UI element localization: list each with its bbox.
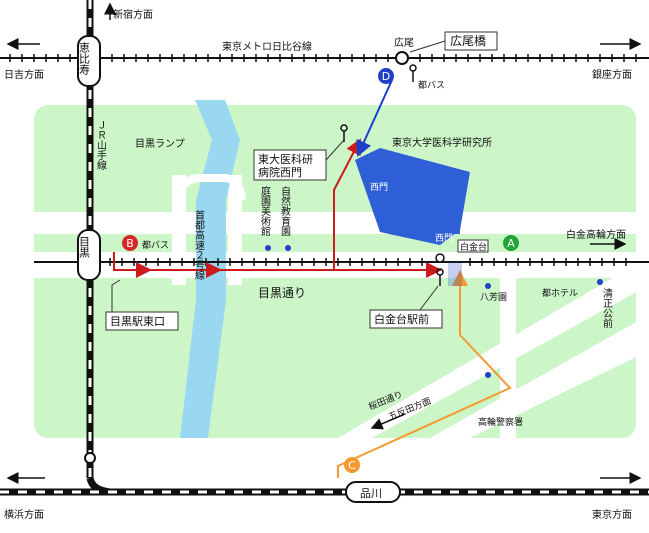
meguro-dori-label: 目黒通り	[258, 286, 306, 300]
marker-b-label: B	[126, 237, 134, 250]
hibiya-ticks	[9, 54, 637, 62]
shirokanedai-box	[369, 309, 443, 329]
marker-c-label: C	[348, 459, 356, 472]
meguro-east-exit-label: 目黒駅東口	[110, 315, 165, 328]
junction-dot	[84, 452, 96, 464]
shinagawa-station-box	[345, 481, 401, 503]
shirokanedai-small-label: 白金台	[460, 241, 487, 253]
landmark-dots	[265, 245, 603, 378]
happoen-label: 八芳園	[480, 291, 507, 303]
ims-label: 東京大学医科学研究所	[392, 136, 492, 149]
tokyo-dir-label: 東京方面	[592, 508, 632, 521]
hospital-gate-box	[253, 149, 327, 181]
meguro-east-exit-box	[105, 311, 179, 331]
marker-d-label: D	[382, 70, 390, 83]
takanawa-police-label: 高輪警察署	[478, 416, 523, 428]
shinagawa-label: 品川	[360, 487, 382, 500]
route-c	[337, 270, 512, 478]
shirokanedai-small-box	[457, 239, 489, 253]
meguro-station-label: 目黒	[78, 236, 91, 258]
hiroo-label: 広尾	[394, 36, 414, 49]
route-d	[356, 79, 393, 157]
hiroo-bridge-label: 広尾橋	[450, 34, 486, 48]
shizen-label: 自然教育園	[279, 185, 291, 237]
route-b-to-gate	[333, 138, 361, 270]
bus-d-label: 都バス	[418, 80, 445, 91]
shinjuku-dir-label: 新宿方面	[113, 8, 153, 21]
shirokanedai-station-dot	[435, 253, 445, 263]
hospital-gate-label-1: 東大医科研	[258, 152, 313, 166]
route-b	[113, 252, 442, 278]
gotanda-arrow	[370, 413, 406, 430]
expressway-label: 首都高速２号線	[193, 209, 205, 280]
hiroo-station-dot	[395, 51, 409, 65]
marker-c: C	[344, 457, 360, 473]
shirokane-takanawa-dir-label: 白金高輪方面	[566, 228, 626, 241]
ebisu-label: 恵比寿	[78, 41, 91, 75]
ims-building-annex	[432, 220, 460, 234]
marker-b: B	[122, 235, 138, 251]
seishokoukou-label: 清正公前	[601, 287, 613, 329]
nishimon-small-label: 西門	[435, 233, 453, 244]
hospital-gate-label-2: 病院西門	[258, 165, 302, 179]
to-hotel-label: 都ホテル	[542, 288, 578, 299]
hibiya-line-label: 東京メトロ日比谷線	[222, 40, 312, 53]
yokohama-dir-label: 横浜方面	[4, 508, 44, 521]
bus-b-label: 都バス	[142, 240, 169, 251]
shirokanedai-station-label: 白金台駅前	[374, 312, 429, 326]
crossing-highlight	[448, 262, 462, 286]
hibiya-dir-label: 日吉方面	[4, 68, 44, 81]
jr-yamanote-label: ＪＲ山手線	[95, 120, 107, 170]
ginza-dir-label: 銀座方面	[592, 68, 632, 81]
hibiya-line-track	[0, 54, 649, 62]
nishimon-building-label: 西門	[370, 182, 388, 193]
marker-a-label: A	[507, 237, 515, 250]
meguro-ramp-label: 目黒ランプ	[135, 138, 185, 150]
meguro-station-box	[77, 229, 101, 281]
teien-label: 庭園美術館	[259, 185, 271, 237]
marker-d: D	[378, 68, 394, 84]
marker-a: A	[503, 235, 519, 251]
ebisu-station-box	[77, 35, 101, 87]
